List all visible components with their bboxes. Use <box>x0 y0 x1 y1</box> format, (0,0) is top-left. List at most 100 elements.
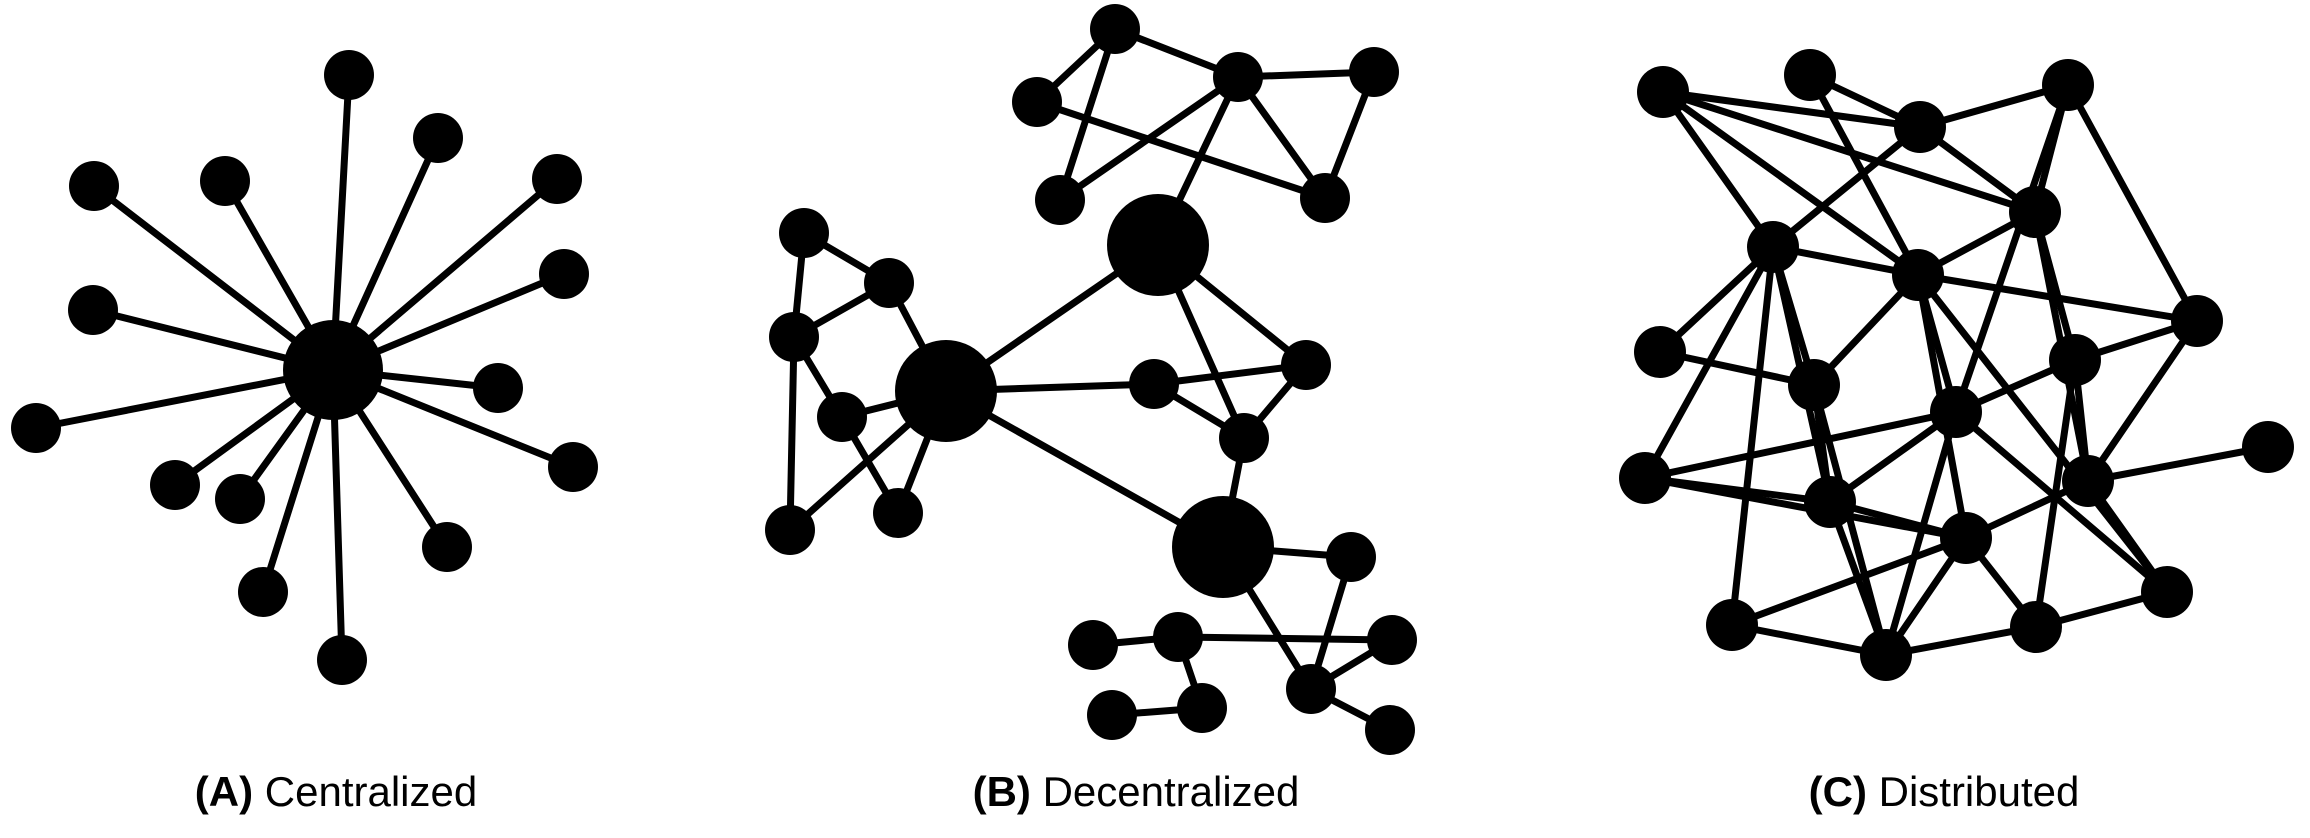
decentralized-node <box>1153 612 1203 662</box>
decentralized-hub-node <box>895 340 997 442</box>
distributed-node <box>2062 455 2114 507</box>
decentralized-node <box>1068 620 1118 670</box>
centralized-hub-node <box>283 320 383 420</box>
distributed-edge <box>1810 381 1890 659</box>
distributed-node <box>2042 59 2094 111</box>
decentralized-node <box>1300 173 1350 223</box>
distributed-node <box>2009 186 2061 238</box>
decentralized-node <box>1129 359 1179 409</box>
distributed-edge <box>2064 81 2201 325</box>
distributed-edge <box>1641 408 1960 482</box>
decentralized-node <box>1286 664 1336 714</box>
caption-distributed-label: Distributed <box>1879 768 2080 815</box>
centralized-node <box>324 50 374 100</box>
distributed-edge <box>1728 621 1890 659</box>
centralized-node <box>539 249 589 299</box>
distributed-node <box>1747 221 1799 273</box>
distributed-node <box>1634 326 1686 378</box>
distributed-network <box>1619 49 2294 681</box>
centralized-node <box>200 156 250 206</box>
centralized-node <box>68 285 118 335</box>
distributed-edge <box>1728 534 1970 629</box>
distributed-node <box>1894 101 1946 153</box>
distributed-node <box>2049 334 2101 386</box>
decentralized-network <box>765 4 1417 755</box>
distributed-node <box>2171 295 2223 347</box>
distributed-node <box>2010 601 2062 653</box>
decentralized-node <box>1367 615 1417 665</box>
centralized-nodes <box>11 50 598 685</box>
decentralized-node <box>1087 690 1137 740</box>
decentralized-node <box>1365 705 1415 755</box>
caption-centralized-letter: (A) <box>195 768 253 815</box>
decentralized-node <box>873 488 923 538</box>
centralized-edge <box>90 182 337 374</box>
distributed-edge <box>1952 81 2072 416</box>
decentralized-node <box>1219 413 1269 463</box>
distributed-node <box>2242 421 2294 473</box>
decentralized-hub-node <box>1172 496 1274 598</box>
decentralized-edge <box>1174 633 1396 644</box>
decentralized-node <box>1349 47 1399 97</box>
decentralized-node <box>1012 77 1062 127</box>
decentralized-node <box>1213 52 1263 102</box>
distributed-edge <box>1882 408 1960 659</box>
centralized-node <box>238 567 288 617</box>
centralized-node <box>473 363 523 413</box>
distributed-edge <box>1769 123 1924 251</box>
distributed-node <box>1788 359 1840 411</box>
centralized-node <box>150 460 200 510</box>
caption-centralized-label: Centralized <box>265 768 477 815</box>
distributed-node <box>1930 386 1982 438</box>
centralized-node <box>69 161 119 211</box>
decentralized-node <box>779 208 829 258</box>
centralized-node <box>532 154 582 204</box>
decentralized-edge <box>1056 25 1119 204</box>
distributed-nodes <box>1619 49 2294 681</box>
distributed-edge <box>2084 443 2272 485</box>
decentralized-edge <box>1033 98 1329 202</box>
decentralized-nodes <box>765 4 1417 755</box>
decentralized-edge <box>942 387 1227 551</box>
decentralized-node <box>864 258 914 308</box>
distributed-node <box>1892 249 1944 301</box>
distributed-edge <box>1659 88 1777 251</box>
decentralized-edge <box>1150 361 1310 388</box>
distributed-edge <box>1952 408 2171 596</box>
distributed-edge <box>2084 317 2201 485</box>
distributed-edge <box>1728 243 1777 629</box>
decentralized-node <box>1326 532 1376 582</box>
distributed-edge <box>1656 348 1818 389</box>
decentralized-edge <box>786 333 798 534</box>
centralized-network <box>11 50 598 685</box>
distributed-node <box>1706 599 1758 651</box>
caption-decentralized: (B) Decentralized <box>973 768 1300 815</box>
distributed-node <box>2141 566 2193 618</box>
distributed-node <box>1804 476 1856 528</box>
decentralized-hub-node <box>1107 194 1209 296</box>
decentralized-node <box>817 392 867 442</box>
caption-decentralized-letter: (B) <box>973 768 1031 815</box>
distributed-node <box>1860 629 1912 681</box>
centralized-node <box>317 635 367 685</box>
distributed-edge <box>1914 271 2201 325</box>
distributed-edge <box>1659 88 1924 131</box>
centralized-node <box>422 522 472 572</box>
decentralized-node <box>1035 175 1085 225</box>
caption-centralized: (A) Centralized <box>195 768 477 815</box>
caption-distributed-letter: (C) <box>1809 768 1867 815</box>
caption-distributed: (C) Distributed <box>1809 768 2080 815</box>
centralized-edge <box>32 366 337 432</box>
decentralized-node <box>769 312 819 362</box>
decentralized-node <box>765 505 815 555</box>
distributed-node <box>1637 66 1689 118</box>
centralized-node <box>215 474 265 524</box>
distributed-node <box>1619 452 1671 504</box>
caption-decentralized-label: Decentralized <box>1043 768 1300 815</box>
centralized-node <box>413 113 463 163</box>
decentralized-node <box>1090 4 1140 54</box>
centralized-node <box>548 442 598 492</box>
distributed-edge <box>1659 88 1922 279</box>
distributed-node <box>1940 512 1992 564</box>
